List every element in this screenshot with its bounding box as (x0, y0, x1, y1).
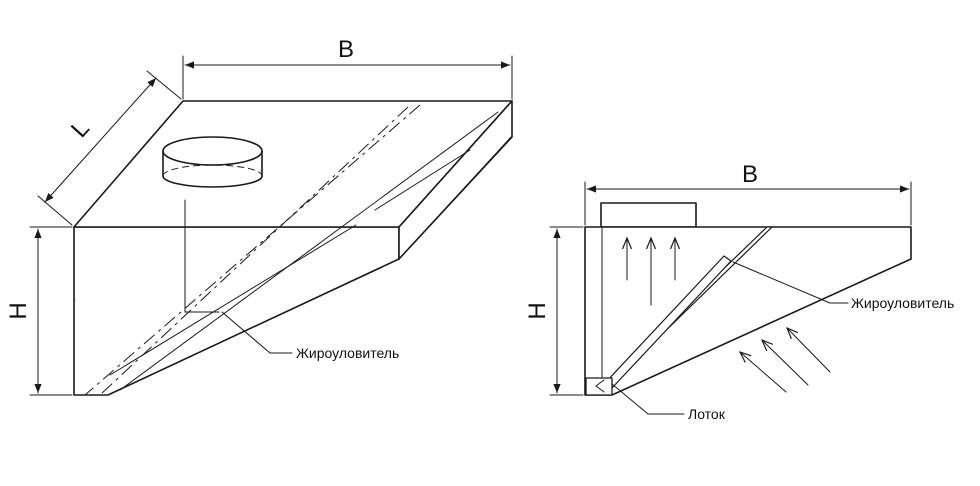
left-isometric-view: B L H Жироуловитель (5, 36, 513, 396)
left-right-face-edge (398, 136, 512, 260)
right-tray-inner-2 (595, 385, 605, 393)
right-tray-inner (595, 379, 605, 387)
right-dim-H-label: H (524, 302, 551, 319)
left-front-face (73, 226, 400, 396)
right-dim-B-label: B (742, 161, 758, 188)
right-tray-callout: Лоток (688, 406, 726, 422)
left-dim-B-label: B (338, 36, 354, 63)
left-filter-callout: Жироуловитель (296, 345, 399, 361)
left-dim-H (29, 226, 73, 396)
right-dim-B (584, 181, 912, 226)
right-filter-callout: Жироуловитель (851, 295, 954, 311)
left-dim-L-label: L (66, 115, 95, 143)
right-hood-outline (584, 226, 912, 396)
right-filter-leader (732, 261, 849, 304)
right-side-view: B H Жироуловитель Лоток (524, 161, 954, 422)
airflow-up-arrows (627, 238, 675, 306)
left-hidden-lines (74, 104, 499, 396)
right-tray-leader (611, 383, 685, 415)
left-filter-leader (221, 311, 293, 354)
airflow-diagonal-arrows (740, 328, 831, 393)
right-tray (585, 377, 613, 396)
left-dim-H-label: H (5, 302, 32, 319)
exhaust-duct (162, 136, 263, 188)
right-duct-collar (600, 202, 697, 228)
left-dim-L (37, 70, 182, 226)
right-dim-H (549, 226, 584, 396)
left-right-face (398, 100, 513, 260)
left-dim-B (182, 55, 513, 100)
